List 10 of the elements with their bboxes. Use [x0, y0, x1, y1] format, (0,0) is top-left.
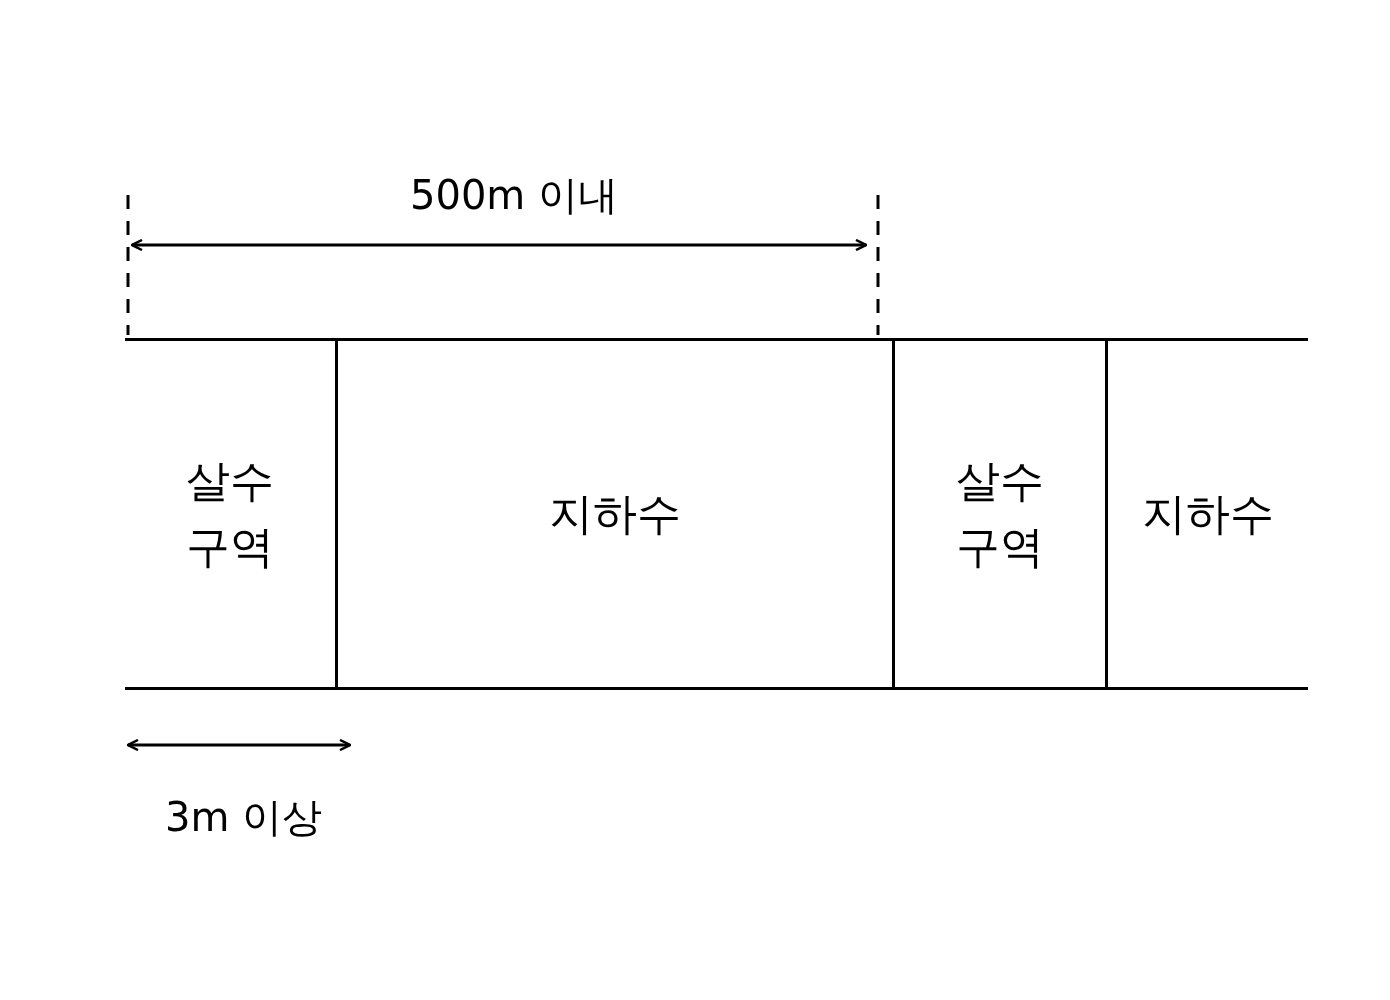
zone-label: 지하수	[548, 487, 682, 541]
zone-band	[125, 338, 338, 690]
dimension-label: 500m 이내	[410, 171, 619, 220]
zone-band	[1108, 338, 1308, 690]
zone-label: 살수 구역	[185, 454, 275, 574]
dimension-label: 3m 이상	[165, 793, 323, 842]
zone-band	[895, 338, 1108, 690]
zone-band	[338, 338, 895, 690]
zone-label: 살수 구역	[955, 454, 1045, 574]
zone-label: 지하수	[1141, 487, 1275, 541]
